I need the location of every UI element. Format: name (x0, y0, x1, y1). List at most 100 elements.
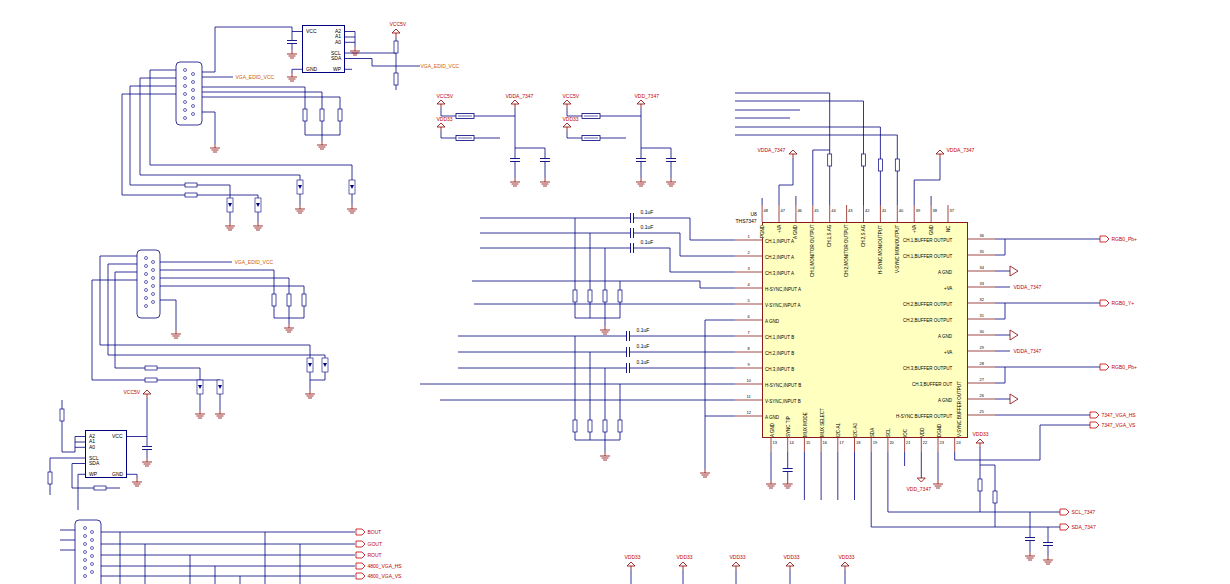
schematic-use (783, 480, 793, 488)
power-label: VDD33 (624, 555, 641, 560)
pin-number: 36 (980, 234, 984, 238)
schematic-circle (91, 547, 94, 550)
pin-stub (968, 415, 995, 416)
schematic-use (631, 213, 634, 223)
pin-stubs (735, 205, 995, 452)
schematic-circle (145, 265, 148, 268)
schematic-circle (91, 531, 94, 534)
pin-number: 11 (747, 395, 751, 399)
pin-name: IOC (903, 429, 908, 437)
power-label: VDDA_7347 (505, 94, 534, 99)
pin-stub (735, 416, 762, 417)
schematic-use (573, 290, 577, 302)
schematic-circle (192, 73, 195, 76)
schematic-use (1060, 509, 1069, 515)
pin-stub (968, 239, 995, 240)
schematic-use (437, 123, 445, 131)
power-label: VDD33 (729, 555, 746, 560)
pin-name: A GND (793, 225, 798, 239)
schematic-path (140, 78, 300, 205)
schematic-circle (192, 113, 195, 116)
pin-name: CH.2,BUFFER OUTPUT (903, 318, 952, 323)
schematic-use (215, 410, 225, 418)
schematic-path (160, 262, 304, 324)
schematic-use (978, 479, 982, 491)
schematic-circle (91, 539, 94, 542)
power-label: VDD33 (436, 117, 453, 122)
pin-name: CH.1,INPUT A (765, 239, 794, 244)
schematic-use (456, 136, 474, 141)
pin-stub (968, 303, 995, 304)
schematic-path (202, 87, 340, 141)
schematic-path (215, 27, 302, 73)
pin-number: 43 (848, 209, 852, 213)
pin-number: 28 (980, 362, 984, 366)
schematic-path (921, 452, 922, 478)
pin-name: VDD (920, 427, 925, 437)
pin-stub (948, 205, 949, 222)
pin-name: SCL (886, 428, 891, 437)
pin-name: SDA (870, 428, 875, 437)
pin-name: I2C-A1 (836, 423, 841, 437)
pin-number: 37 (950, 209, 954, 213)
cap-value: 0.1uF (640, 225, 654, 230)
pin-name: H-SYNC BUFFER OUTPUT (896, 414, 952, 419)
pin-stub (968, 335, 995, 336)
schematic-path (813, 150, 830, 205)
schematic-path (202, 27, 233, 77)
schematic-use (185, 193, 197, 197)
schematic-use (1010, 394, 1018, 404)
schematic-path (441, 108, 545, 178)
schematic-use (841, 562, 849, 570)
pin-name: A GND (765, 319, 779, 324)
pin-stub (968, 351, 995, 352)
schematic-use (456, 114, 474, 119)
schematic-path (130, 86, 230, 222)
pin-name: NC (946, 226, 951, 233)
schematic-use (933, 480, 943, 488)
chip-pin-name: GND (112, 472, 123, 477)
schematic-path (122, 94, 258, 222)
schematic-circle (192, 89, 195, 92)
schematic-use (636, 178, 646, 186)
schematic-use (305, 390, 315, 398)
pin-stub (968, 367, 995, 368)
schematic-circle (84, 567, 87, 570)
schematic-use (1043, 556, 1053, 564)
pin-name: A GND (938, 334, 952, 339)
power-label: VDD33 (562, 117, 579, 122)
pin-name: DGND (937, 424, 942, 437)
schematic-use (573, 420, 577, 432)
pin-name: CH.2,BUFFER OUTPUT (903, 302, 952, 307)
schematic-use (303, 109, 307, 121)
net-label: GOUT (367, 542, 382, 547)
pin-stub (846, 205, 847, 222)
schematic-use (627, 562, 635, 570)
pin-stub (871, 438, 872, 452)
schematic-use (732, 562, 740, 570)
pin-name: CH.3,INPUT A (765, 271, 794, 276)
component-symbols (48, 29, 1109, 579)
chip-pin-name: SDA (89, 461, 99, 466)
pin-number: 44 (831, 209, 835, 213)
pin-stub (735, 368, 762, 369)
schematic-use (356, 552, 365, 558)
schematic-use (582, 136, 600, 141)
power-label: VDD33 (783, 555, 800, 560)
pin-number: 48 (764, 209, 768, 213)
pin-name: CH.1,BUFFER OUTPUT (903, 254, 952, 259)
schematic-circle (152, 269, 155, 272)
schematic-use (510, 178, 520, 186)
schematic-use (287, 41, 297, 44)
schematic-use (287, 73, 297, 81)
pin-stub (735, 336, 762, 337)
schematic-use (637, 100, 645, 108)
schematic-use (666, 159, 676, 162)
schematic-path (955, 425, 1090, 460)
pin-stub (887, 438, 888, 452)
schematic-use (1025, 538, 1035, 541)
schematic-use (287, 50, 297, 58)
schematic-use (394, 73, 398, 85)
cap-value: 0.1uF (640, 240, 654, 245)
